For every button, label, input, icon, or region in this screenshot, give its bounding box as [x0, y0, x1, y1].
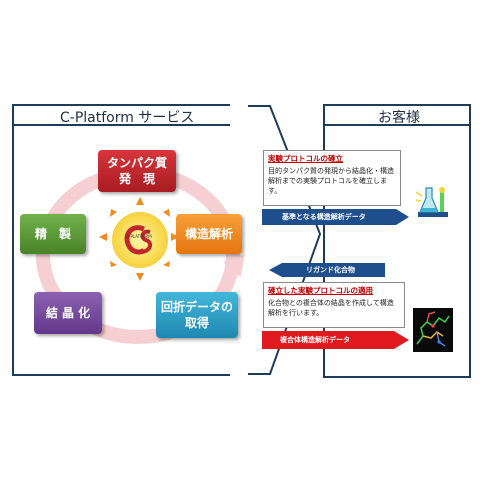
molecule-image [413, 308, 453, 352]
customer-title: お客様 [378, 110, 420, 126]
structure-box: 構造解析 [176, 214, 242, 254]
apply-note: 確立した実験プロトコルの適用 化合物との複合体の結晶を作成して構造解析を行います… [263, 282, 405, 328]
reference-data-label: 基準となる構造解析データ [282, 213, 366, 221]
protocol-note-title: 実験プロトコルの確立 [268, 154, 343, 163]
cplatform-title: C-Platform サービス [60, 110, 195, 126]
crystallization-box: 結 晶 化 [34, 292, 102, 334]
center-arrows [99, 197, 179, 281]
diffraction-label: 回折データの 取得 [160, 300, 233, 330]
cplatform-header [12, 104, 247, 126]
structure-label: 構造解析 [184, 227, 233, 241]
cs-logo-icon [124, 225, 153, 255]
protocol-note-body: 目的タンパク質の発現から結晶化・構造解析までの実験プロトコルを確立します。 [268, 167, 394, 195]
apply-note-body: 化合物との複合体の結晶を作成して構造解析を行います。 [268, 299, 394, 317]
flask-icon [415, 187, 448, 217]
panel-divider-chevron [230, 104, 322, 376]
customer-header [323, 104, 471, 126]
ligand-label: リガンド化合物 [306, 266, 355, 274]
expression-label: タンパク質 発 現 [106, 156, 167, 186]
ligand-arrow [269, 263, 385, 277]
complex-data-label: 複合体構造解析データ [280, 336, 350, 344]
customer-panel [323, 104, 471, 378]
complex-data-arrow [262, 331, 409, 349]
center-logo-text: C-PLATFORM [126, 234, 152, 239]
purification-label: 精 製 [34, 227, 71, 241]
expression-box: タンパク質 発 現 [98, 150, 176, 192]
center-logo [112, 212, 168, 268]
purification-box: 精 製 [20, 214, 86, 254]
crystallization-label: 結 晶 化 [45, 306, 91, 320]
protocol-note: 実験プロトコルの確立 目的タンパク質の発現から結晶化・構造解析までの実験プロトコ… [263, 150, 401, 206]
apply-note-title: 確立した実験プロトコルの適用 [268, 286, 373, 295]
reference-data-arrow [262, 209, 409, 225]
diffraction-box: 回折データの 取得 [156, 292, 238, 338]
